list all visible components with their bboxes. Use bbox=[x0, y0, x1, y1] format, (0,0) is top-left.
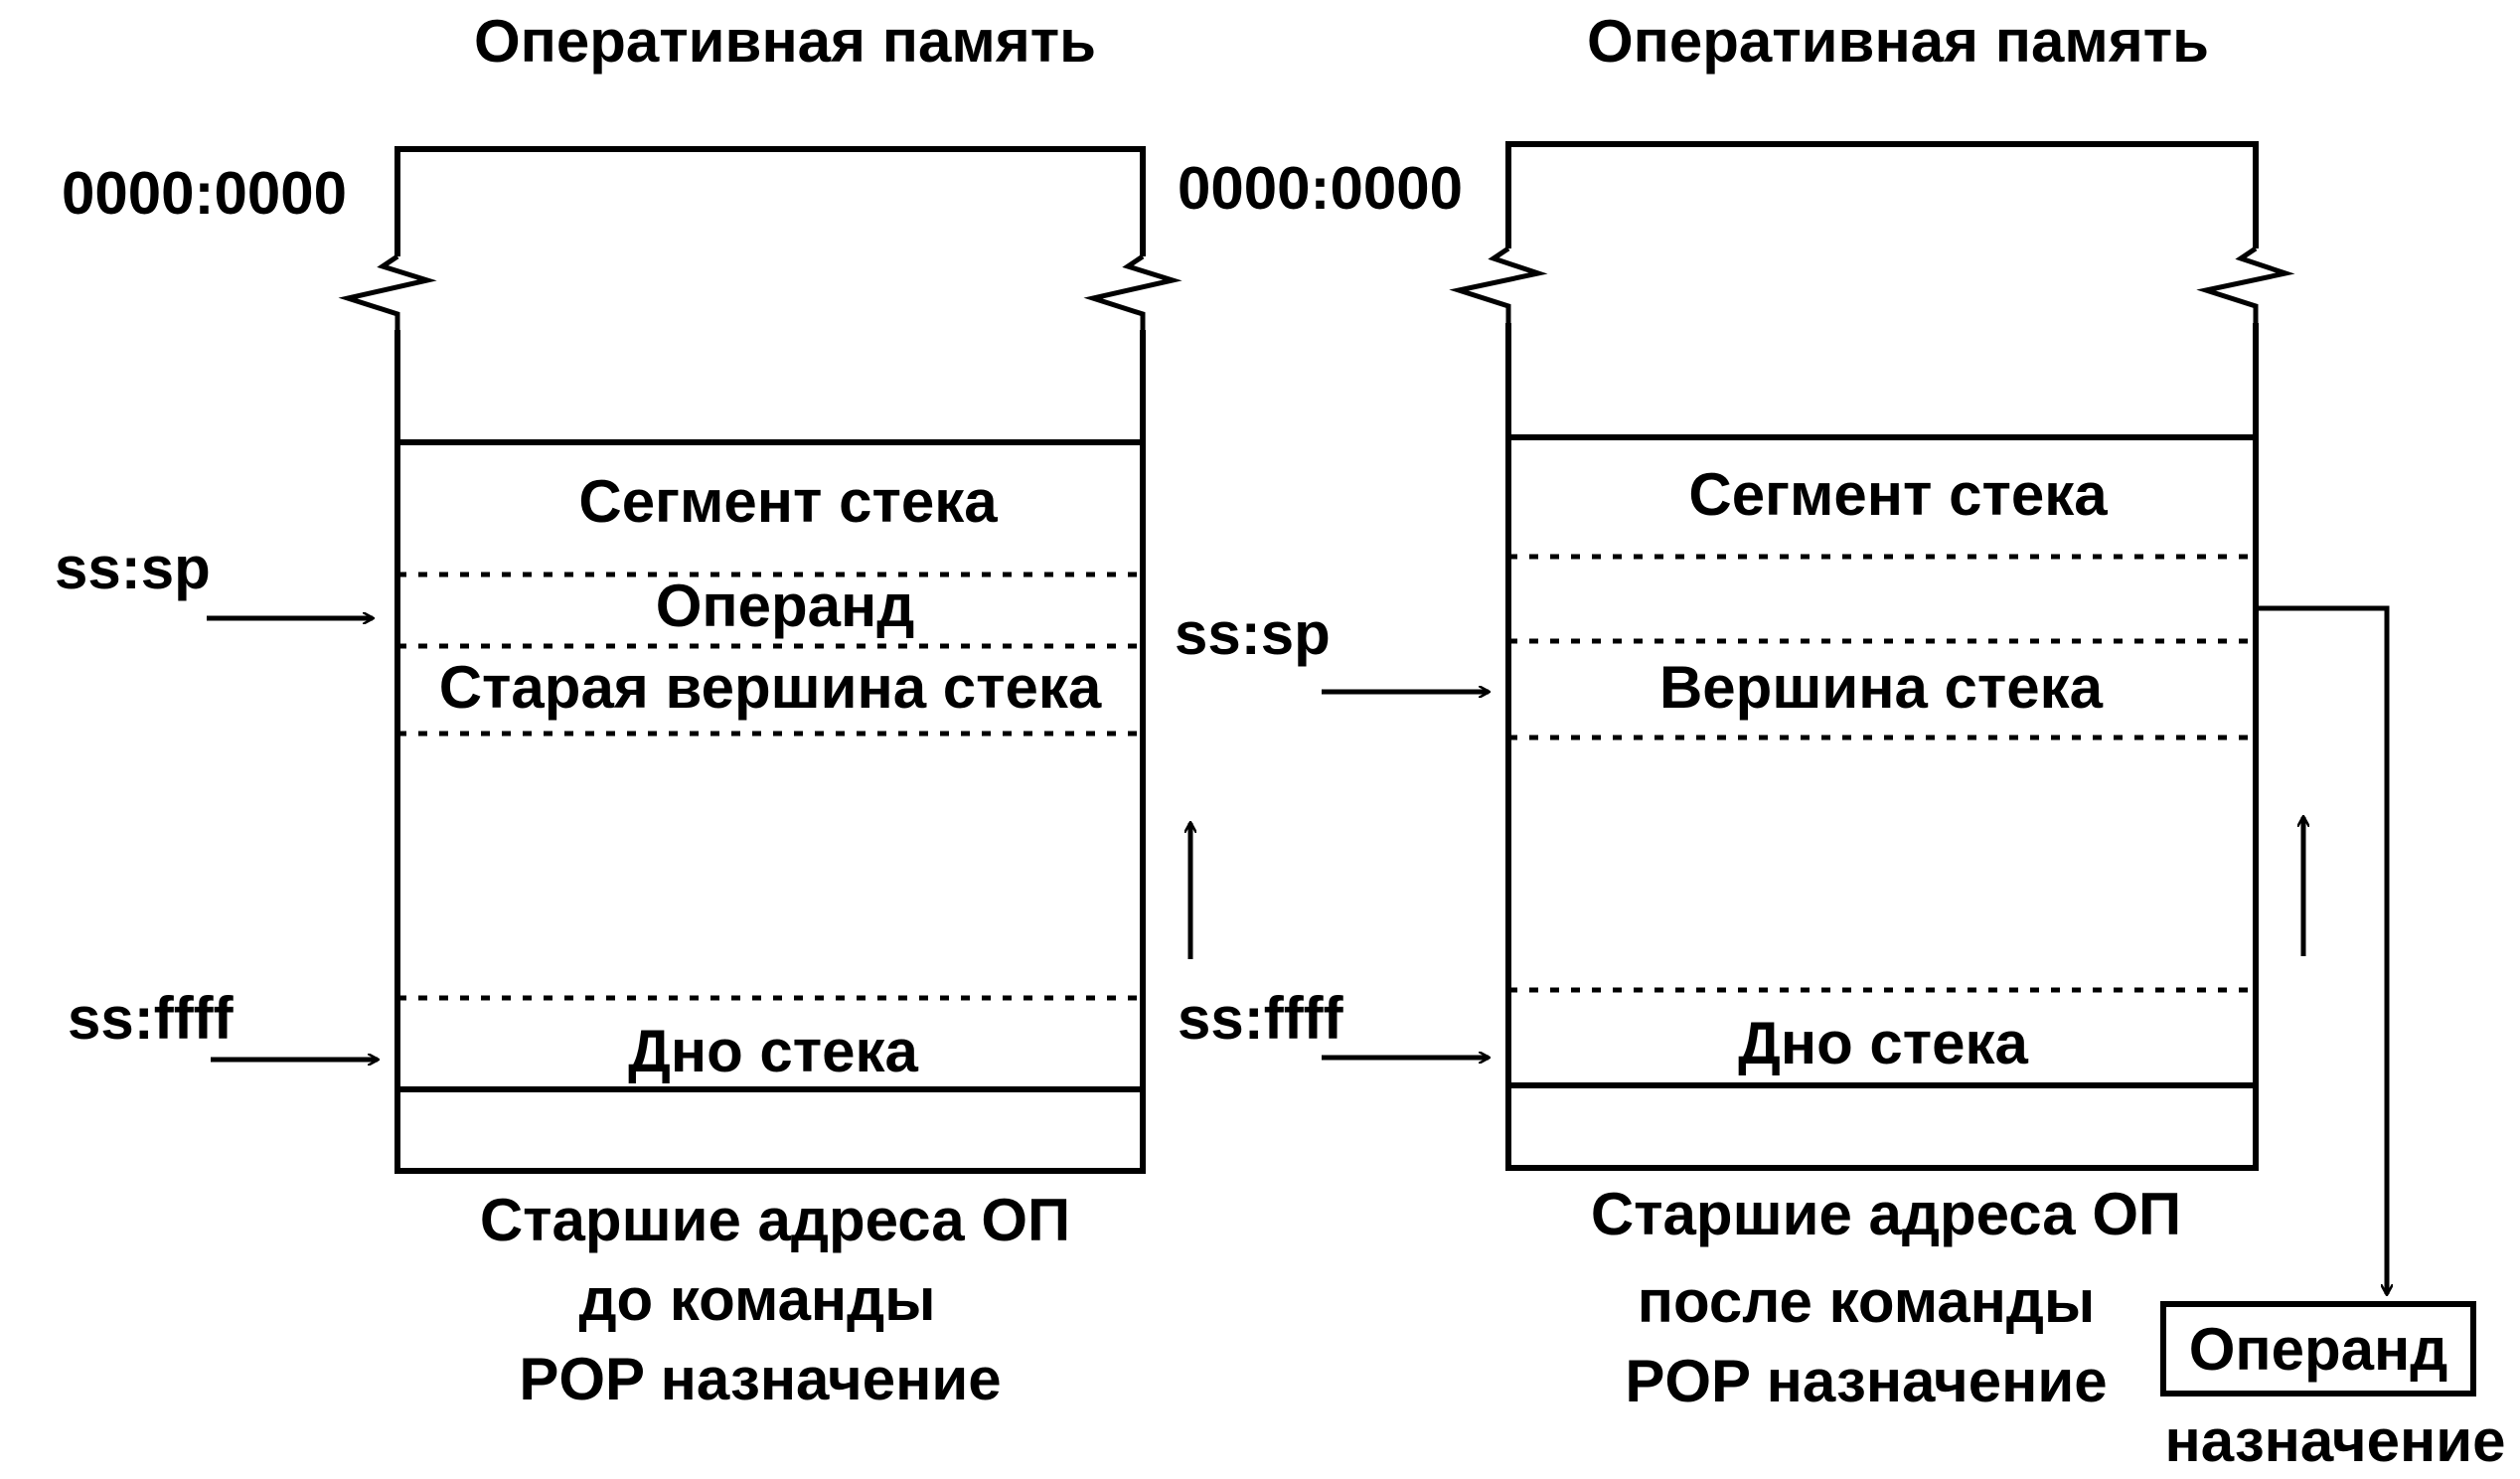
left-caption-line-2: до команды bbox=[578, 1266, 935, 1333]
left-caption-line-3: POP назначение bbox=[519, 1346, 1001, 1412]
destination-operand-label: Операнд bbox=[2189, 1316, 2448, 1383]
left-segment-label: Сегмент стека bbox=[578, 468, 998, 535]
left-pointer-ffff-label: ss:ffff bbox=[68, 985, 235, 1052]
right-break-mark-left bbox=[1449, 246, 1548, 323]
destination-operand: Операнд назначение bbox=[2160, 1301, 2506, 1474]
right-memory-panel: Оперативная память 0000:0000 Сегмент сте… bbox=[1175, 8, 2295, 1414]
left-pointer-sp-label: ss:sp bbox=[55, 535, 211, 601]
right-break-mark-right bbox=[2196, 246, 2295, 323]
destination-caption: назначение bbox=[2165, 1407, 2506, 1474]
destination-operand-box bbox=[2160, 1301, 2476, 1397]
right-title: Оперативная память bbox=[1587, 8, 2209, 75]
right-pointer-ffff-label: ss:ffff bbox=[1178, 985, 1344, 1052]
left-break-mark-left bbox=[338, 253, 437, 330]
left-address-top: 0000:0000 bbox=[62, 160, 347, 227]
right-caption-line-3: POP назначение bbox=[1625, 1348, 2107, 1414]
left-memory-box bbox=[394, 146, 1146, 1174]
right-bottom-label: Дно стека bbox=[1738, 1010, 2028, 1076]
operand-transfer-arrow bbox=[2256, 605, 2387, 1294]
right-top-label: Вершина стека bbox=[1659, 654, 2104, 721]
right-caption-line-2: после команды bbox=[1638, 1268, 2095, 1335]
right-pointer-sp-label: ss:sp bbox=[1175, 600, 1331, 667]
left-break-mark-right bbox=[1083, 253, 1182, 330]
left-title: Оперативная память bbox=[474, 8, 1096, 75]
right-memory-box bbox=[1505, 141, 2259, 1171]
left-caption-line-1: Старшие адреса ОП bbox=[480, 1187, 1070, 1253]
left-old-top-label: Старая вершина стека bbox=[439, 654, 1102, 721]
left-memory-panel: Оперативная память 0000:0000 Сегмент сте… bbox=[55, 8, 1182, 1412]
right-segment-label: Сегмент стека bbox=[1688, 461, 2108, 528]
right-caption-line-1: Старшие адреса ОП bbox=[1591, 1181, 2181, 1247]
left-operand-label: Операнд bbox=[656, 573, 915, 639]
right-address-top: 0000:0000 bbox=[1178, 155, 1463, 222]
left-bottom-label: Дно стека bbox=[628, 1018, 918, 1084]
